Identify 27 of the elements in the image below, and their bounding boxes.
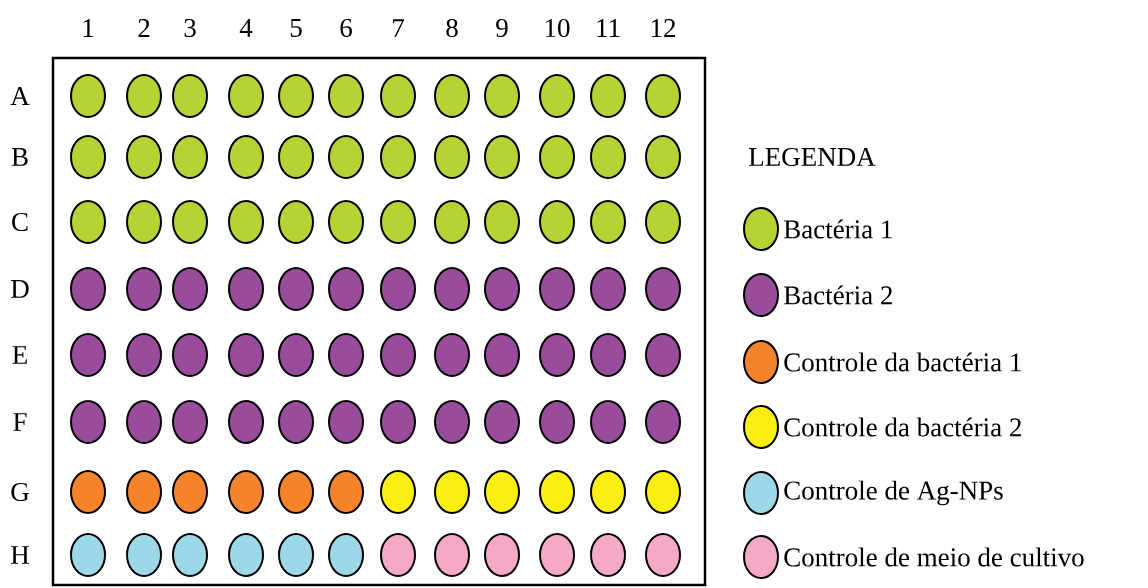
legend-label: Controle de Ag-NPs bbox=[784, 480, 1003, 506]
row-letter: G bbox=[11, 482, 29, 502]
column-number: 12 bbox=[651, 19, 675, 37]
row-letter: H bbox=[11, 546, 29, 564]
legend-label: Controle da bactéria 1 bbox=[784, 352, 1021, 372]
row-letter: A bbox=[10, 87, 30, 105]
column-number: 6 bbox=[340, 18, 352, 38]
row-letter: F bbox=[13, 413, 27, 431]
column-number: 8 bbox=[446, 18, 458, 38]
legend-label: Controle da bactéria 2 bbox=[784, 417, 1021, 437]
column-number: 2 bbox=[138, 19, 150, 37]
row-letter: D bbox=[11, 280, 29, 298]
row-letter: C bbox=[12, 212, 28, 232]
column-number: 1 bbox=[83, 19, 94, 37]
column-number: 3 bbox=[184, 18, 196, 38]
legend-label: Bactéria 1 bbox=[784, 219, 892, 239]
column-number: 5 bbox=[290, 19, 302, 37]
row-letter: B bbox=[11, 148, 28, 166]
legend-title: LEGENDA bbox=[749, 147, 876, 167]
column-number: 11 bbox=[597, 19, 620, 37]
legend-label: Controle de meio de cultivo bbox=[784, 547, 1084, 567]
column-number: 4 bbox=[239, 19, 253, 37]
column-number: 7 bbox=[393, 19, 404, 37]
column-number: 10 bbox=[545, 18, 570, 38]
row-letter: E bbox=[12, 346, 27, 364]
legend-label: Bactéria 2 bbox=[784, 285, 892, 305]
column-number: 9 bbox=[496, 18, 508, 38]
